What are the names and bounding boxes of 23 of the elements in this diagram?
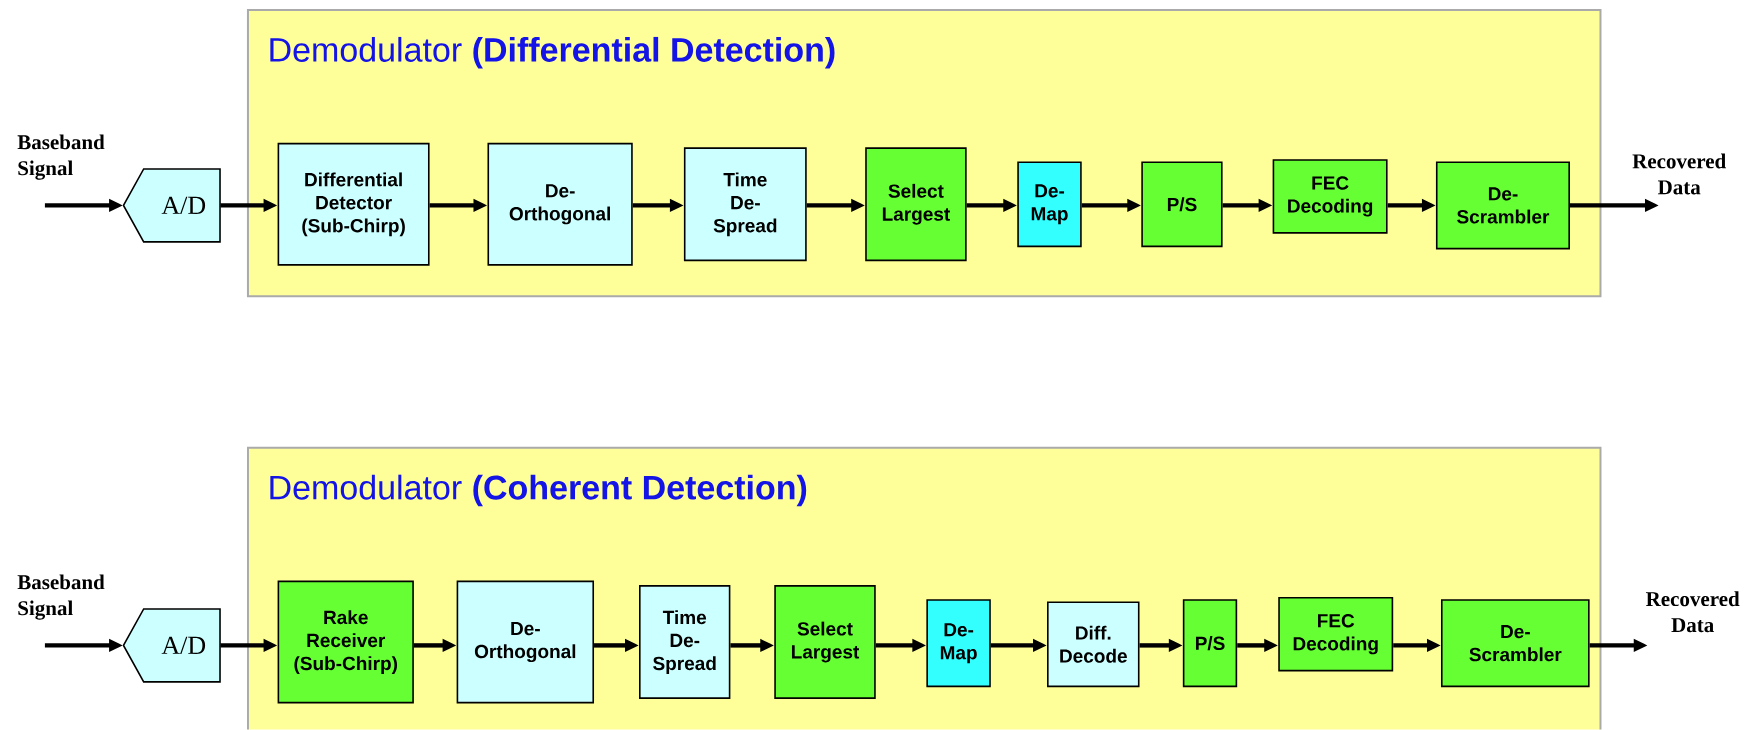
process-box: De-Map — [1017, 161, 1082, 248]
signal-label: Baseband Signal — [17, 134, 105, 180]
process-box: Rake Receiver (Sub-Chirp) — [277, 580, 414, 704]
process-box: De-Scrambler — [1435, 161, 1570, 250]
signal-label: Recovered Data — [1645, 591, 1740, 633]
process-box: De-Orthogonal — [487, 143, 633, 266]
process-box: Time De-Spread — [639, 585, 731, 700]
signal-label: Baseband Signal — [17, 574, 105, 620]
panel-title: Demodulator (Coherent Detection) — [270, 474, 807, 507]
process-box: P/S — [1182, 599, 1238, 688]
process-box: Differential Detector (Sub-Chirp) — [277, 143, 430, 266]
process-box: De-Orthogonal — [456, 580, 595, 704]
process-box: Select Largest — [774, 585, 876, 700]
process-box: De-Map — [926, 599, 991, 688]
process-box: De-Scrambler — [1441, 599, 1590, 688]
process-box: Time De-Spread — [683, 147, 807, 262]
panel-title: Demodulator (Differential Detection) — [270, 37, 835, 69]
process-box: Diff. Decode — [1047, 601, 1140, 688]
process-box: FEC Decoding — [1272, 159, 1388, 234]
process-box: Select Largest — [865, 147, 967, 262]
process-box: P/S — [1141, 161, 1223, 248]
process-box: FEC Decoding — [1278, 597, 1394, 672]
signal-label: Recovered Data — [1632, 153, 1726, 195]
